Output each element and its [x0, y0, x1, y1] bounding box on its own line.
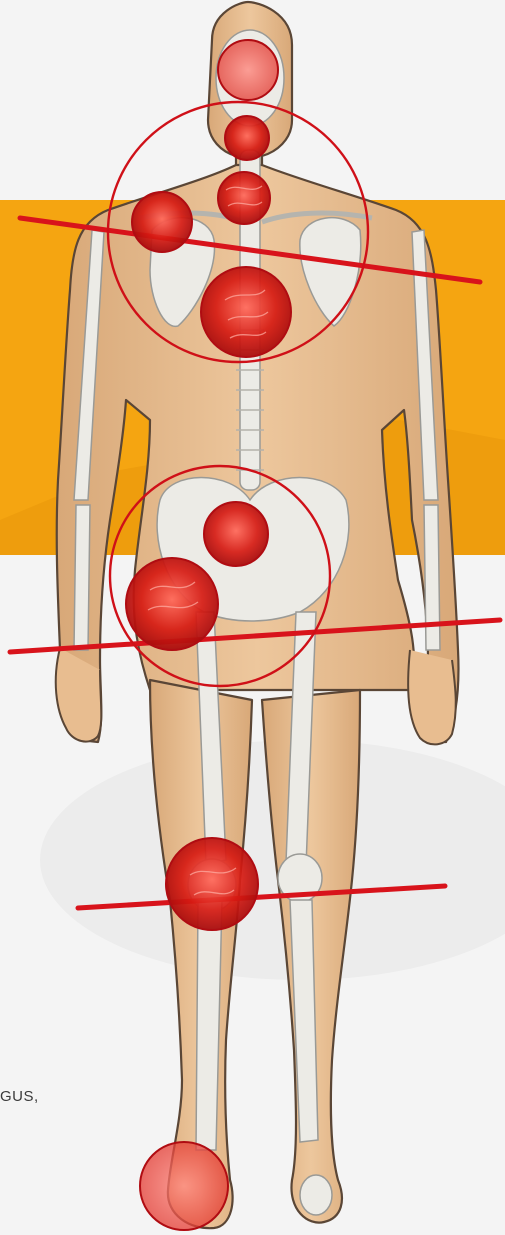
caption-fragment: GUS,: [0, 1088, 39, 1105]
pain-spot-hip: [126, 558, 218, 650]
pain-spot-heel: [140, 1142, 228, 1230]
pain-spot-knee: [166, 838, 258, 930]
pain-spot-upper-spine: [218, 172, 270, 224]
pain-spot-mid-spine: [201, 267, 291, 357]
pain-spot-neck: [225, 116, 269, 160]
pain-spot-shoulder: [132, 192, 192, 252]
pain-spot-sacrum: [204, 502, 268, 566]
pain-spot-head: [218, 40, 278, 100]
right-hand: [408, 650, 456, 744]
